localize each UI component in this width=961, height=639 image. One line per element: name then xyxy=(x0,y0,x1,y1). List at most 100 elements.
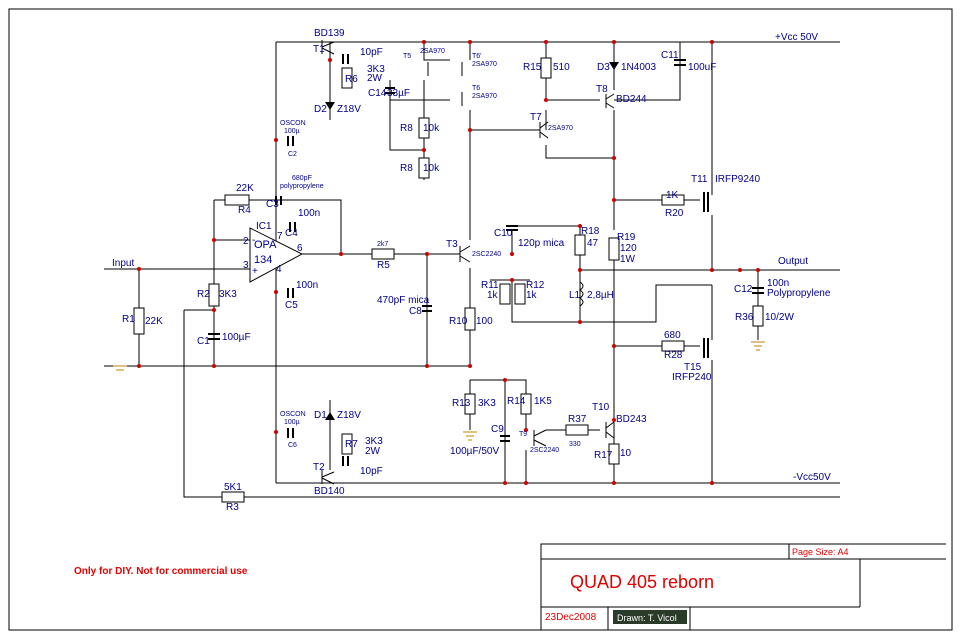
label-bd139: BD139 xyxy=(314,28,345,39)
label-c9-value: 100µF/50V xyxy=(450,446,499,457)
label-r37-value: 330 xyxy=(569,441,581,448)
resistor-r10 xyxy=(464,307,476,331)
label-t15: T15 xyxy=(684,362,702,373)
label-pin7: 7 xyxy=(277,231,283,242)
label-r7-watt: 2W xyxy=(365,446,381,457)
label-r36-value: 10/2W xyxy=(765,312,794,323)
label-t6-part: 2SA970 xyxy=(472,93,497,100)
label-t2: T2 xyxy=(313,462,325,473)
resistor-r8a xyxy=(418,117,430,139)
label-pin3: 3 xyxy=(243,260,249,271)
label-r20: R20 xyxy=(665,208,684,219)
label-r28: R28 xyxy=(664,350,683,361)
resistor-r14 xyxy=(520,393,532,415)
label-t15-part: IRFP240 xyxy=(672,372,712,383)
inductor-l1 xyxy=(579,281,584,307)
components xyxy=(113,40,765,503)
label-r3-value: 5K1 xyxy=(224,482,242,493)
label-r19-watt: 1W xyxy=(620,254,636,265)
label-t7: T7 xyxy=(530,112,542,123)
resistor-r19 xyxy=(608,237,620,261)
title-block: Page Size: A4 QUAD 405 reborn 23Dec2008 … xyxy=(540,543,946,630)
resistor-r37 xyxy=(565,424,589,436)
label-r5: R5 xyxy=(377,260,390,271)
label-c3-type: polypropylene xyxy=(280,183,324,190)
label-t1: T1 xyxy=(313,44,325,55)
label-r7-value: 3K3 xyxy=(365,436,383,447)
label-minus: - xyxy=(252,235,255,246)
label-c3-value: 680pF xyxy=(292,175,312,182)
label-c9: C9 xyxy=(491,424,504,435)
label-t11-part: IRFP9240 xyxy=(715,174,760,185)
labels: +Vcc 50V -Vcc50V Input Output BD139 T1 1… xyxy=(112,28,831,513)
label-r4-value: 22K xyxy=(236,183,254,194)
resistor-r15 xyxy=(540,57,552,79)
label-r20-value: 1K xyxy=(666,190,679,201)
label-c12-value: 100n xyxy=(767,278,789,289)
resistor-r28 xyxy=(661,340,685,352)
label-opa-part: 134 xyxy=(254,254,272,266)
label-c14: C14 xyxy=(368,88,387,99)
label-c12-type: Polypropylene xyxy=(767,288,831,299)
label-r10: R10 xyxy=(449,316,468,327)
label-opa: OPA xyxy=(254,239,277,251)
resistor-r17 xyxy=(608,443,620,465)
label-r18: R18 xyxy=(581,226,600,237)
label-t6p: T6' xyxy=(472,53,482,60)
label-d1-value: Z18V xyxy=(337,410,361,421)
resistor-r4 xyxy=(224,194,250,206)
label-pin6: 6 xyxy=(297,243,303,254)
resistor-r2 xyxy=(208,283,220,307)
opamp-ic1 xyxy=(249,227,304,283)
label-ic1: IC1 xyxy=(256,221,272,232)
label-c10-value: 120p mica xyxy=(518,238,565,249)
label-t10: T10 xyxy=(592,402,610,413)
label-r15-value: 510 xyxy=(553,62,570,73)
label-r4: R4 xyxy=(238,205,251,216)
page-size-label: Page Size: A4 xyxy=(792,547,849,557)
label-r6: R6 xyxy=(345,74,358,85)
label-10pf-bot: 10pF xyxy=(360,466,383,477)
label-r11-value: 1k xyxy=(487,290,499,301)
label-d3: D3 xyxy=(597,62,610,73)
label-r36: R36 xyxy=(735,312,754,323)
zener-d1 xyxy=(325,412,335,420)
diode-d3 xyxy=(609,62,619,70)
label-vee: -Vcc50V xyxy=(793,472,831,483)
label-l1: L1 xyxy=(569,290,581,301)
label-t11: T11 xyxy=(691,174,708,185)
label-c6: C6 xyxy=(288,442,297,449)
label-t6p-part: 2SA970 xyxy=(472,61,497,68)
label-c14-value: 33µF xyxy=(387,88,410,99)
label-r14: R14 xyxy=(507,396,526,407)
label-d1: D1 xyxy=(314,410,327,421)
label-d2: D2 xyxy=(314,104,327,115)
label-r13-value: 3K3 xyxy=(478,398,496,409)
zener-d2 xyxy=(325,102,335,110)
label-r8a: R8 xyxy=(400,123,413,134)
label-c4: C4 xyxy=(285,228,298,239)
label-l1-value: 2,8µH xyxy=(587,290,614,301)
label-r3: R3 xyxy=(226,502,239,513)
label-r10-value: 100 xyxy=(476,316,493,327)
label-input: Input xyxy=(112,258,134,269)
label-r2-value: 3K3 xyxy=(219,289,237,300)
label-r8b-value: 10k xyxy=(423,163,440,174)
resistor-r20 xyxy=(661,194,685,206)
label-c3: C3 xyxy=(266,199,279,210)
label-c8-value: 470pF mica xyxy=(377,295,430,306)
resistor-r1 xyxy=(133,307,145,335)
label-r12: R12 xyxy=(526,280,545,291)
label-oscon-top: OSCON xyxy=(280,120,306,127)
label-t7-part: 2SA970 xyxy=(548,125,573,132)
label-c11: C11 xyxy=(661,50,679,61)
label-10pf-top: 10pF xyxy=(360,47,383,58)
label-oscon-bot: OSCON xyxy=(280,411,306,418)
label-r6-watt: 2W xyxy=(367,73,383,84)
label-r1-value: 22K xyxy=(145,316,163,327)
label-r7: R7 xyxy=(345,439,358,450)
label-t10-part: BD243 xyxy=(616,414,647,425)
drawing-date: 23Dec2008 xyxy=(545,612,597,623)
label-r15: R15 xyxy=(523,62,542,73)
